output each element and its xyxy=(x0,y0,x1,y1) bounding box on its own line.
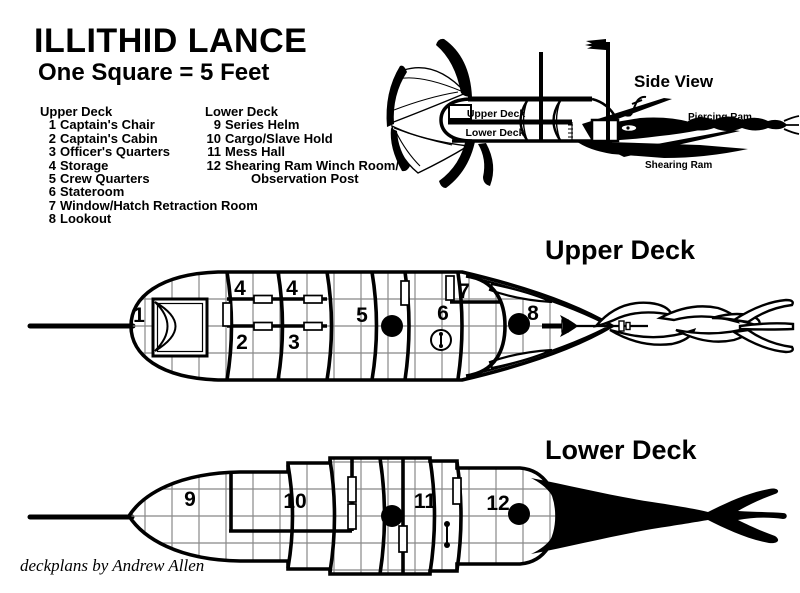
scale-note: One Square = 5 Feet xyxy=(38,59,270,86)
retracted-wing-crescents xyxy=(519,100,562,141)
room-numbers: 1 4 2 4 3 5 6 7 8 xyxy=(133,277,539,354)
room-number-5: 5 xyxy=(356,304,368,327)
side-window xyxy=(448,104,472,120)
side-hull-outline xyxy=(439,96,618,143)
room-numbers: 9 10 11 12 xyxy=(184,488,510,515)
legend-upper-heading: Upper Deck xyxy=(40,104,113,119)
lower-deck-plan: 9 10 11 12 xyxy=(27,456,787,576)
room-number-4a: 4 xyxy=(234,277,246,300)
side-view-drawing: Upper Deck Lower Deck Side View Piercing… xyxy=(386,38,800,188)
room-number-9: 9 xyxy=(184,488,196,511)
doors xyxy=(347,476,462,553)
upper-hull-outline xyxy=(129,270,616,382)
room-number-7: 7 xyxy=(458,280,470,303)
tail-fin-spines xyxy=(386,38,494,188)
anchor-icon xyxy=(621,95,647,117)
prow-blades xyxy=(469,275,607,377)
hatch-circle xyxy=(381,315,403,337)
side-lower-deck-label: Lower Deck xyxy=(466,127,525,139)
ladder-icon xyxy=(430,329,452,351)
side-piercing-ram xyxy=(688,115,800,135)
hatch-ladder-ticks xyxy=(568,122,573,140)
hatch-circle xyxy=(508,503,530,525)
room-number-2: 2 xyxy=(236,331,248,354)
piercing-ram-label: Piercing Ram xyxy=(688,112,752,123)
bulkheads xyxy=(229,457,463,575)
legend-item-wrap: Observation Post xyxy=(251,171,359,187)
upper-deck-plan: 1 4 2 4 3 5 6 7 8 xyxy=(27,270,795,382)
tentacle-tail xyxy=(592,298,795,354)
hatch-circle xyxy=(381,505,403,527)
room-number-4b: 4 xyxy=(286,277,298,300)
side-shearing-ram xyxy=(576,130,748,158)
lower-deck-heading: Lower Deck xyxy=(545,435,697,465)
shearing-ram-label: Shearing Ram xyxy=(645,160,712,171)
side-upper-deck-label: Upper Deck xyxy=(467,108,526,120)
flag-icon xyxy=(585,39,606,50)
page-title: ILLITHID LANCE xyxy=(34,22,308,60)
shearing-ram-tail xyxy=(531,478,787,554)
side-front-box xyxy=(590,118,620,143)
side-view-title: Side View xyxy=(634,72,714,91)
room-number-8: 8 xyxy=(527,302,539,325)
hatch-circle xyxy=(508,313,530,335)
captains-chair xyxy=(151,297,209,358)
room-number-3: 3 xyxy=(288,331,300,354)
upper-deck-heading: Upper Deck xyxy=(545,235,696,265)
room-number-6: 6 xyxy=(437,302,449,325)
room-number-10: 10 xyxy=(283,490,306,513)
room-number-11: 11 xyxy=(414,490,437,513)
ladder-icon xyxy=(444,521,450,548)
room-number-1: 1 xyxy=(133,304,145,327)
eye-icon xyxy=(620,123,638,133)
room-number-12: 12 xyxy=(486,492,509,515)
legend-lower-heading: Lower Deck xyxy=(205,104,278,119)
lookout-arrow-icon xyxy=(542,315,578,337)
credit-line: deckplans by Andrew Allen xyxy=(20,556,205,575)
doors xyxy=(222,275,455,331)
